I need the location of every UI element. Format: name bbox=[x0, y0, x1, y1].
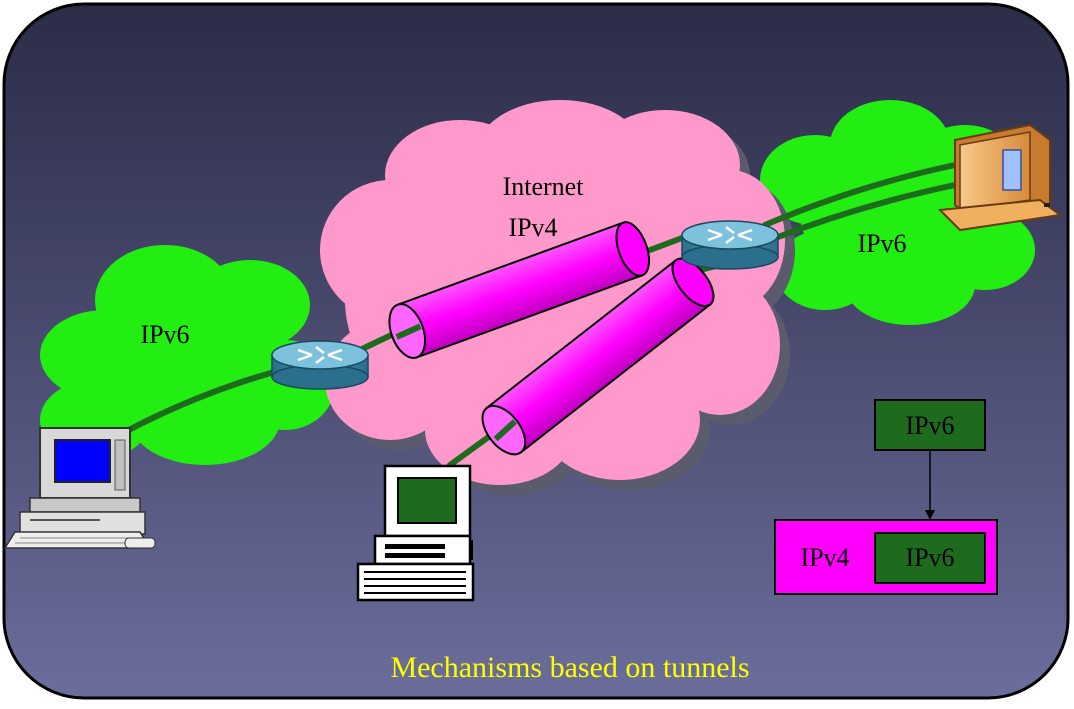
outer-ipv4-header-label: IPv4 bbox=[800, 543, 849, 572]
upper-tunnel bbox=[388, 221, 651, 359]
arrowhead-icon bbox=[925, 510, 935, 520]
left-ipv6-label: IPv6 bbox=[140, 320, 189, 349]
diagram-caption: Mechanisms based on tunnels bbox=[390, 651, 749, 684]
original-ipv6-packet-label: IPv6 bbox=[905, 411, 954, 440]
inner-ipv6-packet-label: IPv6 bbox=[905, 543, 954, 572]
encapsulation-legend bbox=[774, 399, 998, 595]
link-right-router-to-laptop-a bbox=[762, 162, 958, 228]
internet-ipv4-label: IPv4 bbox=[508, 213, 557, 242]
internet-label: Internet bbox=[503, 172, 585, 201]
link-right-router-to-laptop-b bbox=[767, 182, 958, 243]
lower-tunnel bbox=[481, 257, 715, 456]
router-icon bbox=[681, 220, 779, 270]
laptop-computer-icon bbox=[937, 123, 1063, 232]
desktop-computer-icon bbox=[3, 427, 156, 549]
tower-computer-icon bbox=[356, 464, 475, 602]
router-icon bbox=[271, 340, 369, 390]
inner-ipv6-packet bbox=[874, 532, 986, 584]
right-ipv6-label: IPv6 bbox=[857, 229, 906, 258]
